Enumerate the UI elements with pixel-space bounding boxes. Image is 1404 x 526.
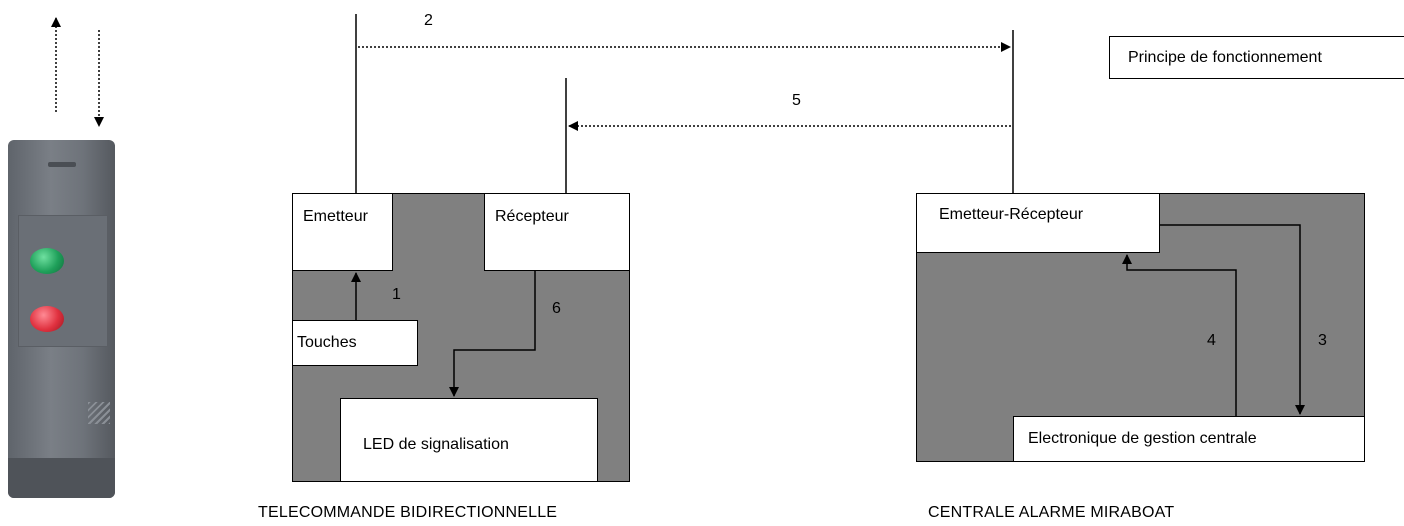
title-box: Principe de fonctionnement [1109, 36, 1404, 79]
device-bottom [8, 458, 115, 498]
central-caption: CENTRALE ALARME MIRABOAT [928, 504, 1175, 521]
emitter-label: Emetteur [303, 208, 368, 225]
led-label: LED de signalisation [363, 436, 509, 453]
step-label-6: 6 [552, 300, 561, 317]
red-button [30, 306, 64, 332]
step-label-5: 5 [792, 92, 801, 109]
electronics-box: Electronique de gestion centrale [1013, 416, 1365, 462]
device-button-panel [18, 215, 108, 347]
device-slot [48, 162, 76, 167]
receiver-label: Récepteur [495, 208, 569, 225]
step-label-4: 4 [1207, 332, 1216, 349]
transceiver-label: Emetteur-Récepteur [939, 206, 1084, 223]
receiver-box: Récepteur [484, 193, 630, 271]
device-logo-mark [88, 402, 110, 424]
transceiver-box: Emetteur-Récepteur [916, 193, 1160, 253]
emitter-box: Emetteur [292, 193, 393, 271]
electronics-label: Electronique de gestion centrale [1028, 430, 1257, 447]
green-button [30, 248, 64, 274]
step-label-1: 1 [392, 286, 401, 303]
step-label-2: 2 [424, 12, 433, 29]
step-label-3: 3 [1318, 332, 1327, 349]
keys-label: Touches [297, 334, 357, 351]
remote-control-device [8, 140, 115, 498]
title-label: Principe de fonctionnement [1128, 48, 1322, 66]
keys-box: Touches [292, 320, 418, 366]
led-box: LED de signalisation [340, 398, 598, 482]
remote-caption: TELECOMMANDE BIDIRECTIONNELLE [258, 504, 558, 521]
